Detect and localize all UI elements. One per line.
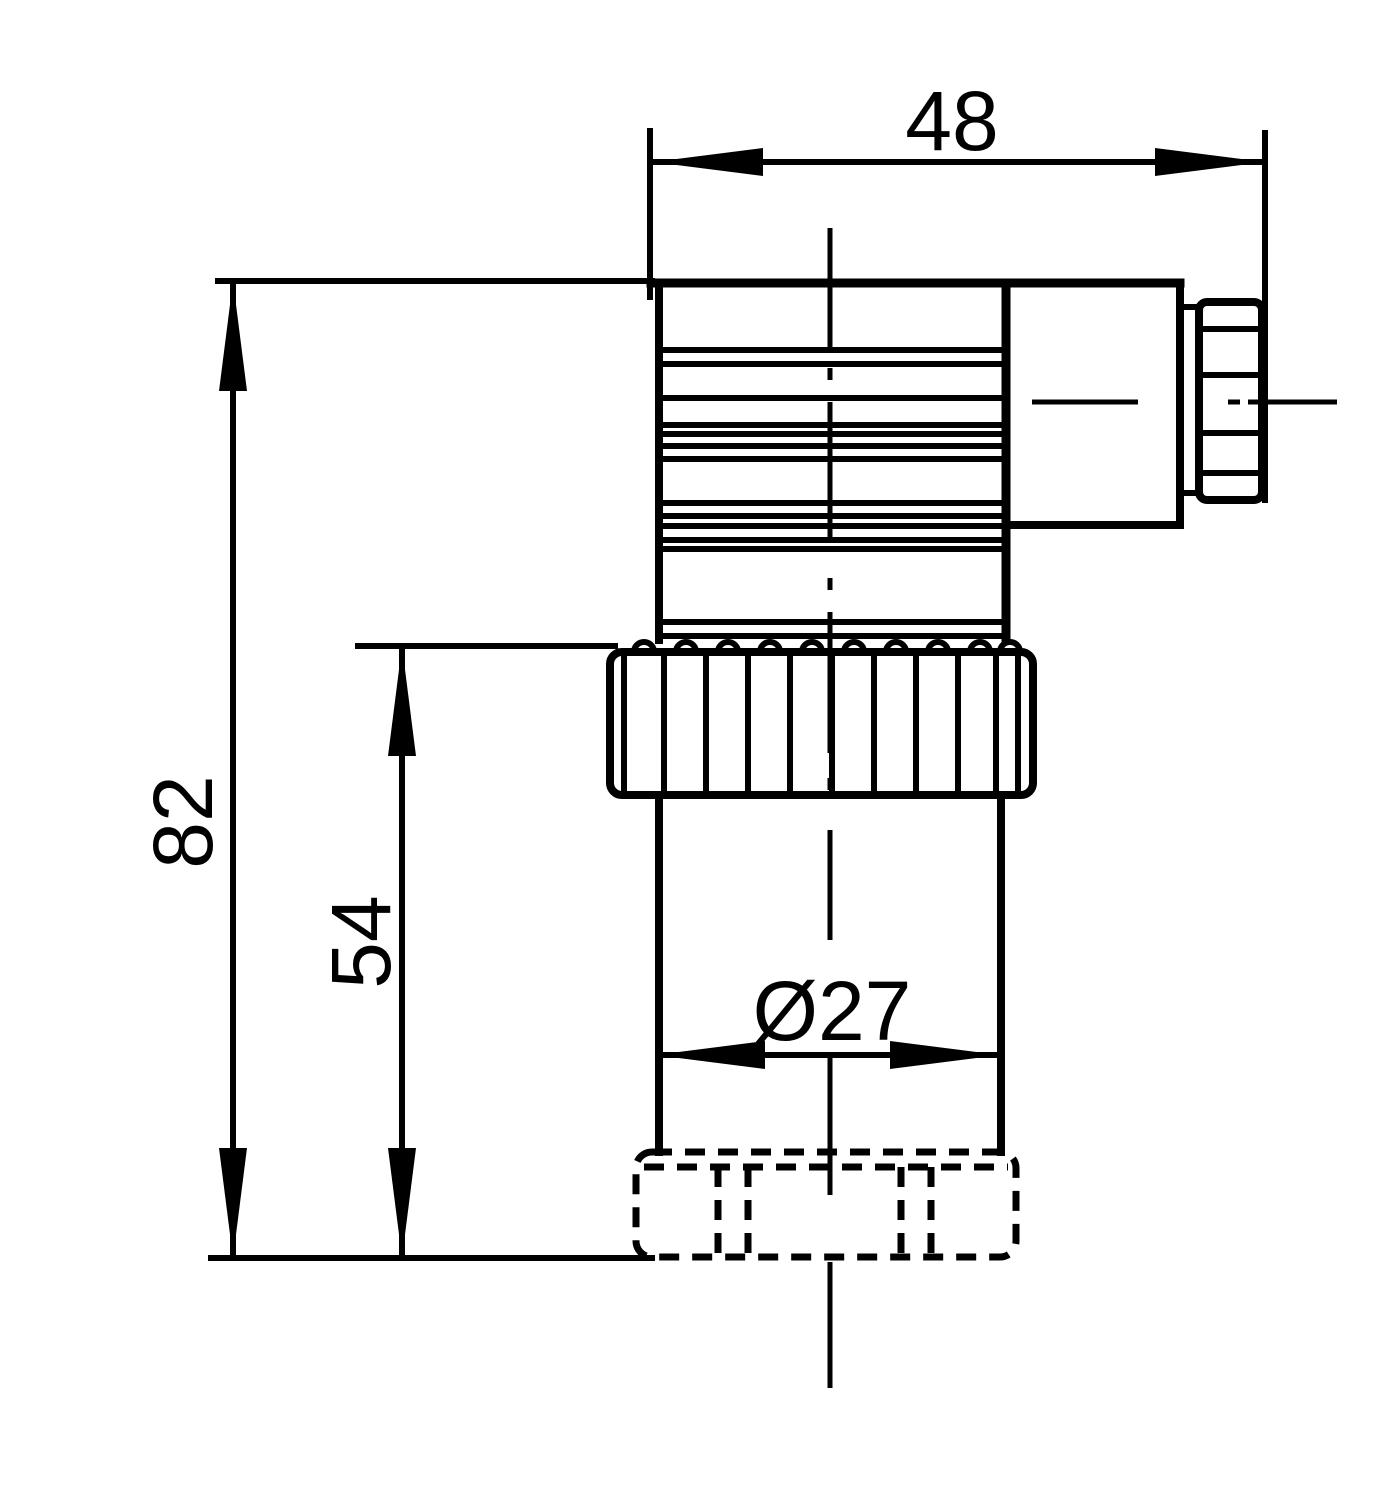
nut-scallops: [631, 639, 1023, 653]
arrowhead-right-icon: [890, 1041, 1000, 1069]
arrowhead-down-icon: [388, 1148, 416, 1258]
dimension-width-48: 48: [647, 74, 1268, 503]
nut-knurl-lines: [621, 656, 1021, 791]
nut-outline: [606, 648, 1037, 799]
dimension-label-diameter-27: Ø27: [753, 964, 912, 1058]
dimension-height-54: 54: [314, 643, 618, 1258]
arrowhead-right-icon: [1155, 148, 1265, 176]
device-outline: [606, 278, 1266, 1261]
dimension-height-82: 82: [136, 278, 655, 1261]
hex-base-hidden: [632, 1148, 1020, 1261]
dimension-label-48: 48: [905, 74, 998, 168]
center-lines: [827, 228, 1337, 1388]
dimension-diameter-27: Ø27: [655, 964, 1000, 1069]
hex-outline: [632, 1148, 1020, 1261]
knurled-nut: [606, 639, 1037, 799]
arrowhead-down-icon: [219, 1148, 247, 1258]
plug-housing: [1002, 279, 1184, 529]
lower-body: [655, 791, 1005, 1156]
arrowhead-up-icon: [388, 646, 416, 756]
dimension-label-82: 82: [136, 775, 230, 868]
arrowhead-left-icon: [653, 148, 763, 176]
connector-body: [646, 278, 1185, 645]
arrowhead-left-icon: [655, 1041, 765, 1069]
arrowhead-up-icon: [219, 281, 247, 391]
dimension-label-54: 54: [314, 895, 408, 988]
